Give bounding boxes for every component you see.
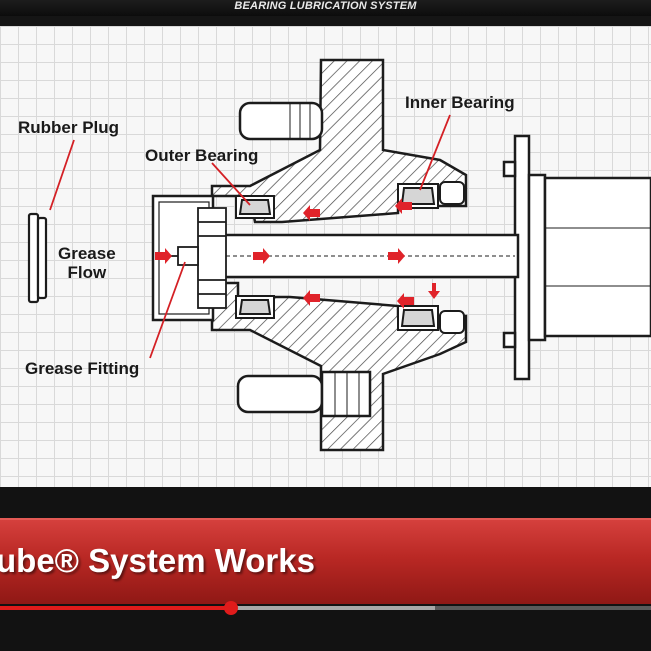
flow-arrow [397,293,414,309]
inner-bearing-part [397,181,465,334]
video-title-text: ube® System Works [0,542,315,579]
wheel-studs [236,101,372,418]
outer-bearing-label: Outer Bearing [145,146,259,165]
grease-flow-arrows [155,198,440,309]
spindle-nut [197,207,227,309]
banner-title: BEARING LUBRICATION SYSTEM [234,0,417,12]
progress-bar[interactable] [0,601,651,615]
callout-lines [49,114,451,359]
flow-arrow [155,248,172,264]
flow-arrow [428,283,440,299]
rubber-plug-part [27,212,48,304]
hub-diagram [27,58,651,452]
top-banner: BEARING LUBRICATION SYSTEM [0,0,651,16]
flow-arrow [303,290,320,306]
progress-scrubber-handle[interactable] [224,601,239,615]
lower-third-title-bar: ube® System Works [0,518,651,604]
axle-shaft [186,233,520,279]
progress-played [0,606,232,610]
flow-arrow [395,198,412,214]
grease-flow-label-line1: Grease [58,244,116,263]
flow-arrow [388,248,405,264]
inner-bearing-label: Inner Bearing [405,93,515,112]
grease-fitting-label: Grease Fitting [25,359,140,378]
flow-arrow [253,248,270,264]
grease-flow-label: Grease Flow [58,244,116,282]
grease-flow-label-line2: Flow [67,263,107,282]
flow-arrow [303,205,320,221]
rubber-plug-label: Rubber Plug [18,118,120,137]
spindle [502,134,651,381]
outer-bearing-part [235,195,275,319]
video-frame[interactable]: Rubber Plug Outer Bearing Inner Bearing … [0,26,651,487]
